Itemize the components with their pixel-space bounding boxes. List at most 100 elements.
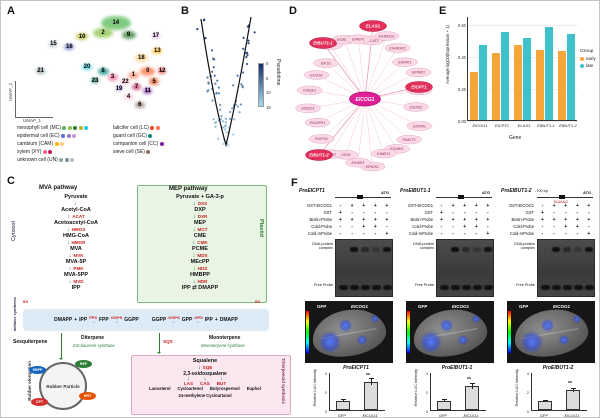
legend-label: laticifer cell (LC)	[113, 125, 149, 131]
pseudotime-cell-dot	[217, 92, 221, 95]
emsa-condition-cell: -	[452, 231, 454, 237]
luminescence-scale-bar	[407, 311, 410, 353]
free-probe-band	[584, 285, 594, 290]
dna-protein-complex-band	[361, 247, 369, 252]
legend-title: Group	[580, 49, 594, 54]
motif-site-box	[559, 195, 565, 199]
atg-label: ATG	[482, 190, 491, 195]
error-bar	[472, 383, 473, 390]
emsa-condition-cell: +	[350, 203, 354, 209]
network-node-label: EIREF1	[352, 37, 365, 41]
network-node-label: EIHMGR2	[389, 46, 405, 50]
emsa-condition-cell: +	[587, 217, 591, 223]
emsa-condition-cell: -	[452, 224, 454, 230]
umap-x-axis-label: UMAP_1	[23, 118, 42, 123]
panel-e-label: E	[439, 5, 447, 17]
legend-label: epidermal cell (EC)	[17, 133, 60, 139]
emsa-condition-cell: +	[463, 203, 467, 209]
reaction-step: ↓DXR	[143, 214, 257, 220]
significance-marker: **	[467, 377, 471, 384]
colorbar-tick-label: 5	[266, 75, 269, 81]
emsa-condition-cell: +	[575, 217, 579, 223]
legend-color-dot	[78, 126, 83, 130]
enzyme-label: HDS	[197, 266, 208, 271]
bar-early-ELAS1	[514, 44, 522, 120]
umap-cluster-number: 20	[83, 64, 91, 71]
emsa-condition-cell: -	[374, 231, 377, 237]
pseudotime-cell-dot	[220, 114, 223, 118]
luc-bar-chart	[329, 373, 385, 411]
x-tick-label: EIBUT1-2	[559, 123, 577, 128]
luc-bar-GFP	[437, 400, 451, 410]
triterpenoid-synthesis-title: Triterpenoid synthesis	[281, 358, 286, 404]
legend-label: mesophyll cell (MC)	[17, 125, 61, 131]
emsa-condition-cell: -	[541, 231, 544, 237]
down-arrow-icon: ↓	[197, 364, 201, 371]
pseudotime-cell-dot	[227, 144, 230, 147]
network-node-label: EIPMK1	[412, 71, 425, 75]
emsa-condition-cell: -	[487, 224, 489, 230]
emsa-condition-cell: +	[362, 203, 366, 209]
luminescence-spot	[440, 319, 453, 332]
luc-bar-EICOG1	[566, 390, 580, 410]
enzyme-label: PMK	[73, 266, 84, 271]
trajectory-path	[200, 16, 252, 148]
network-node-label: EISRPP1	[337, 38, 352, 42]
x-tick-label: EIBUT1-1	[537, 123, 555, 128]
probe-title: ProEICPT1	[299, 188, 325, 194]
emsa-condition-cell: -	[576, 231, 579, 237]
metabolite-ipp: IPP	[79, 317, 88, 323]
luc-y-tick-label: 4	[425, 371, 428, 376]
tobacco-leaf	[409, 303, 491, 363]
umap-cluster-number: 14	[112, 20, 120, 27]
rubber-enzyme-CPT: CPT	[31, 398, 48, 406]
legend-color-dot	[54, 142, 59, 146]
panel-b-label: B	[181, 5, 189, 17]
emsa-condition-cell: +	[362, 217, 366, 223]
pseudotime-cell-dot	[231, 107, 234, 110]
network-node-label: EIACAT1	[364, 39, 379, 43]
legend-item: cambium (CAM)	[17, 140, 88, 148]
free-probe-band	[472, 285, 482, 290]
down-arrow-icon: ↓	[73, 200, 77, 207]
x-tick-label: ELAS1	[517, 123, 531, 128]
pseudotime-cell-dot	[212, 66, 215, 69]
error-bar-cap	[571, 387, 576, 389]
down-arrow-icon: ↓	[192, 265, 196, 272]
network-node-label: EIKS1	[321, 61, 331, 65]
legend-label: companion cell (CC)	[113, 141, 159, 147]
emsa-condition-cell: +	[587, 231, 591, 237]
bar-early-EICPT1	[492, 52, 500, 120]
enzyme-label: DXS	[197, 201, 208, 206]
network-node	[405, 67, 432, 77]
down-arrow-icon: ↓	[192, 226, 196, 233]
umap-cluster-number: 2	[101, 29, 105, 36]
x-tick-label: EICPT1	[494, 123, 509, 128]
emsa-condition-cell: -	[440, 231, 443, 237]
network-node	[297, 85, 323, 95]
umap-cluster-blob-2	[93, 27, 113, 38]
network-edge	[364, 35, 387, 100]
network-hub-node	[359, 20, 387, 32]
emsa-condition-cell: +	[587, 203, 591, 209]
legend-color-dot	[148, 134, 153, 138]
umap-cluster-blob-1	[127, 71, 139, 79]
legend-color-dot	[580, 56, 584, 61]
significance-marker: **	[568, 381, 572, 388]
luc-bar-chart	[430, 373, 486, 411]
error-bar-cap	[442, 399, 447, 401]
bar-early-EIBUT1-2	[558, 51, 566, 120]
network-node-label: EIDXS2	[410, 105, 423, 109]
metabolite-ggpp: GGPP	[151, 317, 167, 323]
legend-color-dot	[66, 134, 71, 138]
legend-color-dot	[62, 126, 67, 130]
pseudotime-cell-dot	[221, 120, 224, 123]
luminescence-spot	[371, 315, 379, 323]
network-hub-label: EIBUT1-1	[313, 41, 333, 46]
network-node-label: EIGPS2	[315, 137, 328, 141]
umap-legend-column-2: laticifer cell (LC)guard cell (GC)compan…	[113, 124, 164, 156]
emsa-condition-cell: +	[541, 210, 544, 216]
umap-cluster-blob-6	[134, 101, 145, 108]
umap-cluster-blob-5	[149, 78, 160, 86]
